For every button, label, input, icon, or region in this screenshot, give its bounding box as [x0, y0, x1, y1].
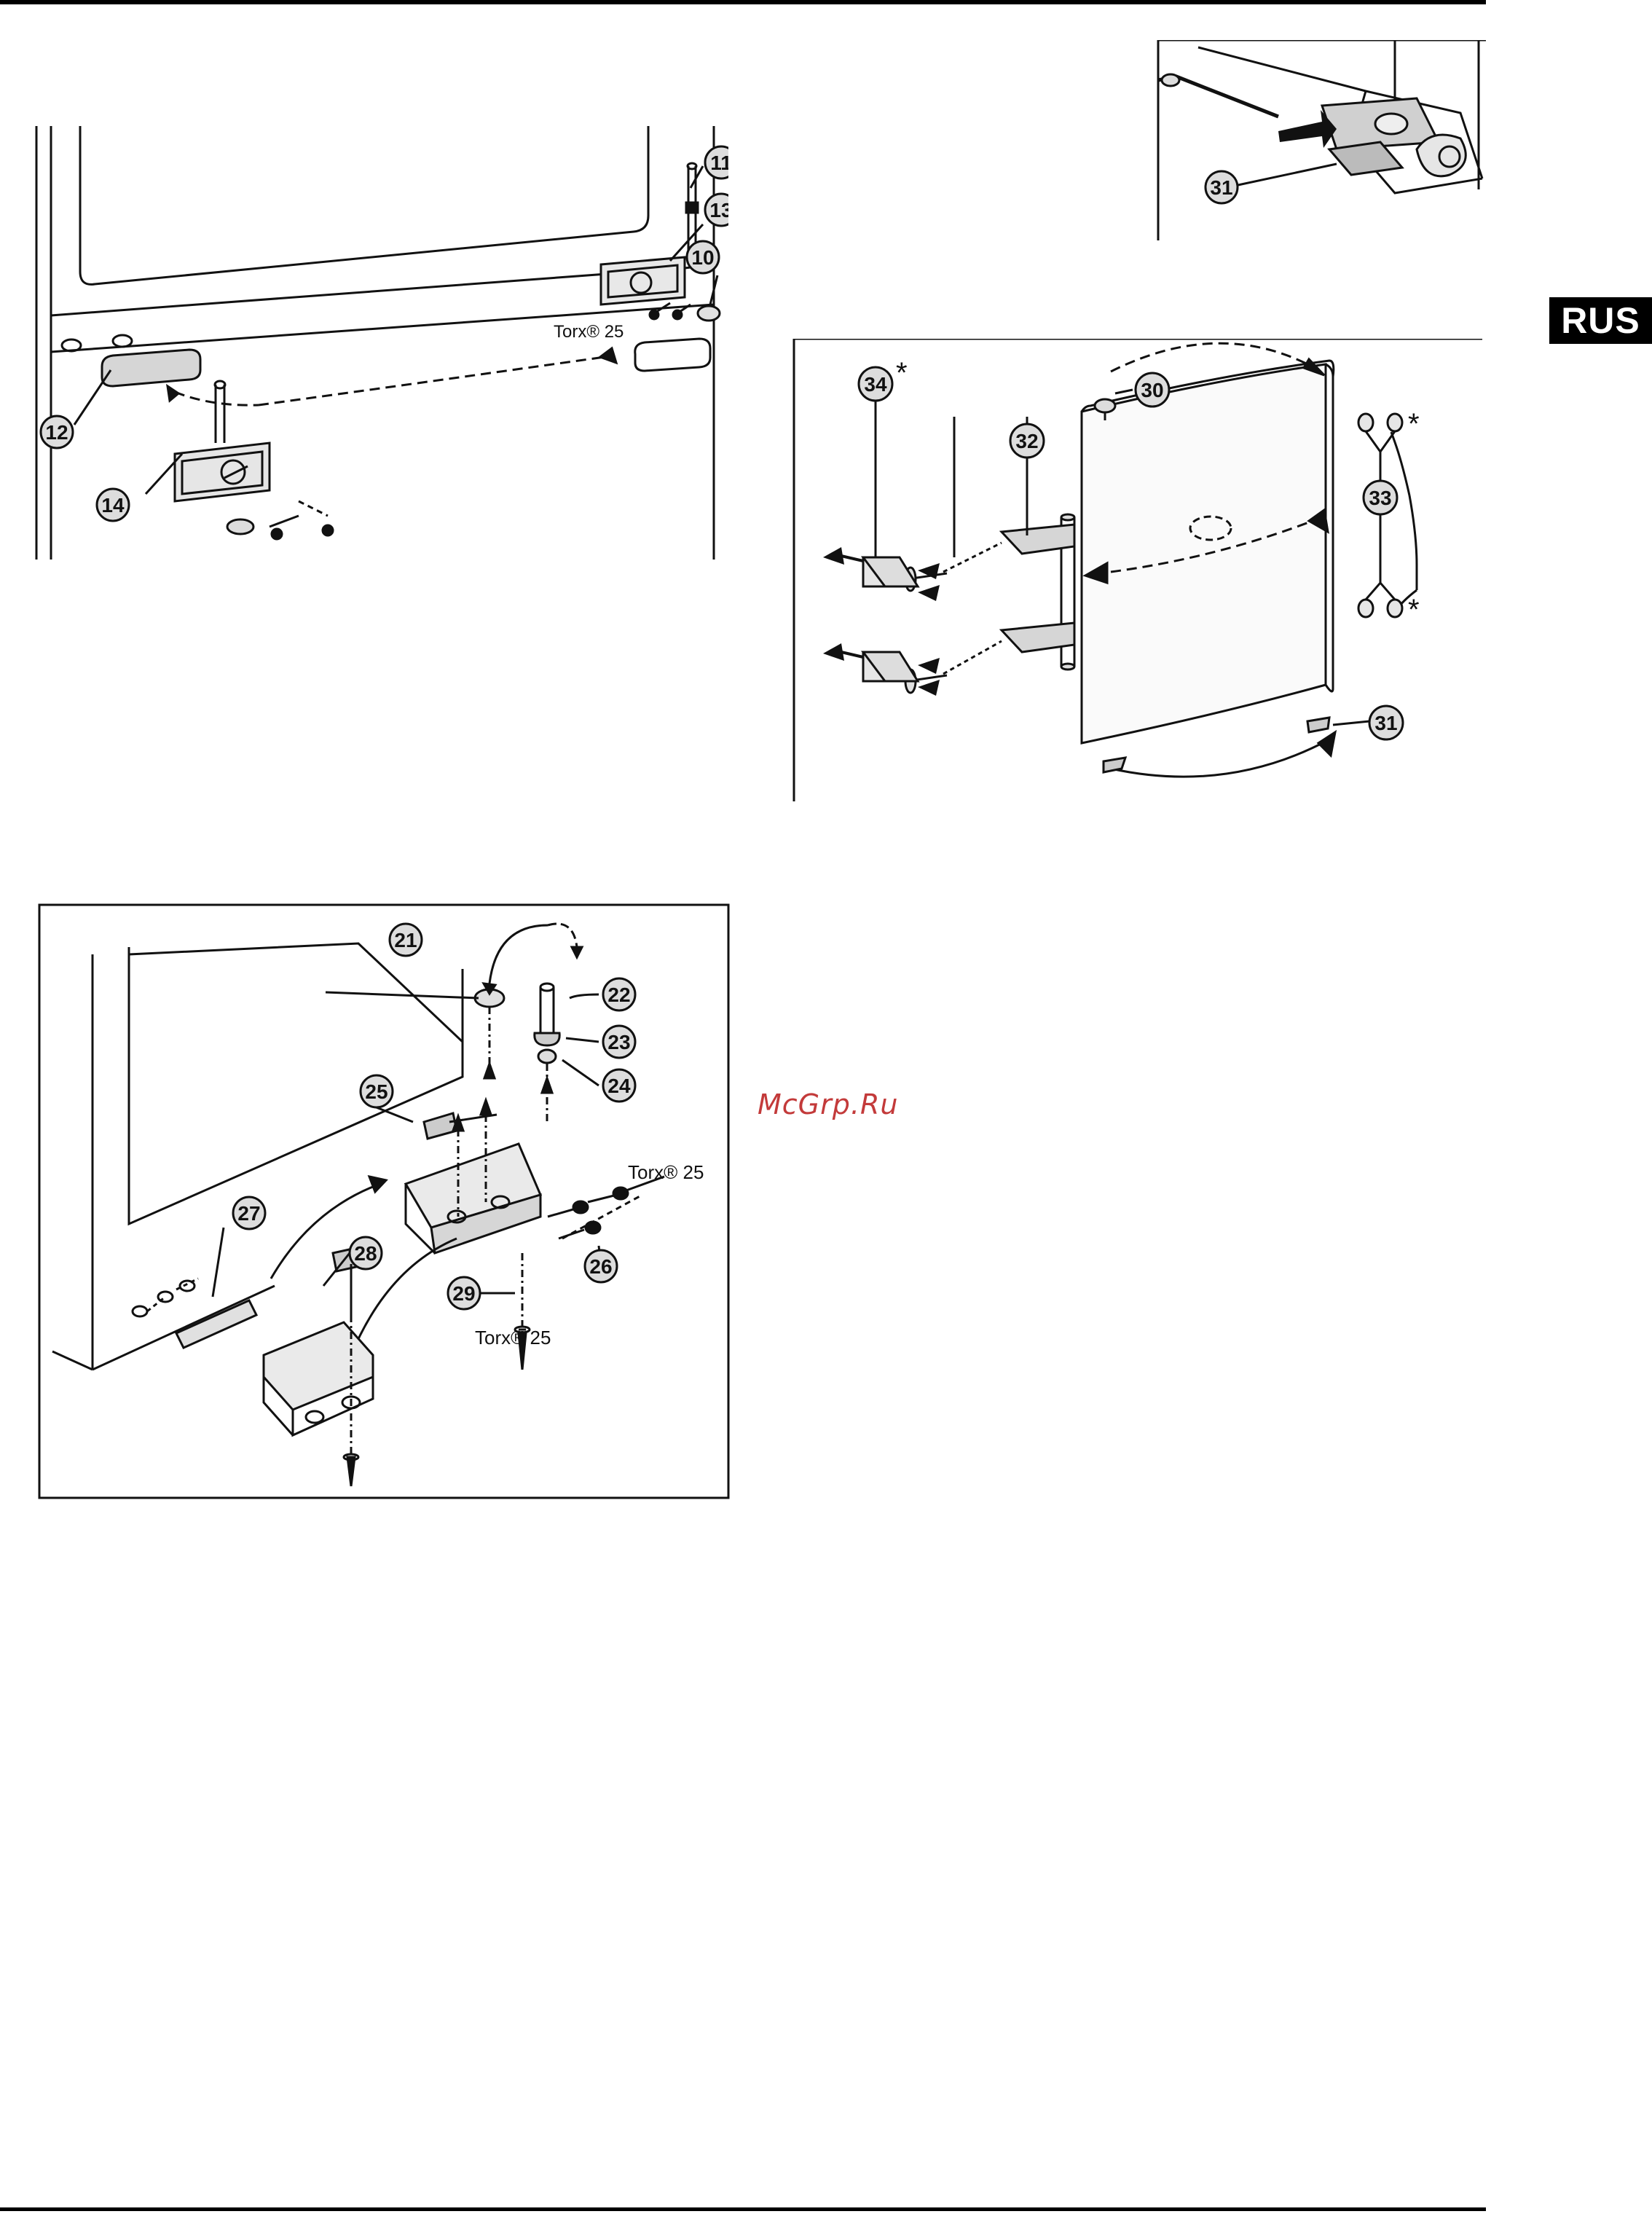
callout-25: 25	[361, 1075, 393, 1107]
language-tab: RUS	[1549, 297, 1652, 344]
svg-text:26: 26	[589, 1255, 612, 1278]
callout-31-door: 31	[1369, 706, 1403, 739]
callout-13: 13	[705, 194, 728, 226]
asterisk-mark-top: *	[1408, 408, 1420, 440]
callout-22: 22	[603, 978, 635, 1010]
callout-23: 23	[603, 1026, 635, 1058]
top-rule	[0, 0, 1486, 4]
svg-text:*: *	[896, 357, 908, 389]
svg-text:28: 28	[354, 1242, 377, 1265]
svg-text:34: 34	[864, 373, 887, 396]
figure-hinge-release: 31	[1155, 40, 1486, 240]
svg-text:10: 10	[691, 246, 714, 269]
callout-33: 33	[1364, 481, 1397, 514]
svg-text:27: 27	[237, 1202, 260, 1225]
svg-text:12: 12	[45, 421, 68, 444]
svg-text:11: 11	[710, 152, 728, 174]
torx-label-a: Torx® 25	[628, 1161, 704, 1183]
callout-31: 31	[1205, 171, 1238, 203]
callout-10: 10	[687, 241, 719, 273]
svg-text:25: 25	[365, 1080, 388, 1103]
svg-text:30: 30	[1141, 379, 1163, 401]
svg-text:21: 21	[394, 929, 417, 951]
callout-12: 12	[41, 416, 73, 448]
svg-text:24: 24	[607, 1075, 631, 1097]
callout-27: 27	[233, 1197, 265, 1229]
callout-32: 32	[1010, 424, 1044, 458]
svg-text:23: 23	[607, 1031, 630, 1053]
svg-text:29: 29	[452, 1282, 475, 1305]
callout-11: 11	[705, 146, 728, 178]
callout-14: 14	[97, 489, 129, 521]
figure-hinge-lower: 21 22 23 24 25 26 27 28 29 Torx® 25 Torx…	[38, 903, 730, 1499]
callout-24: 24	[603, 1069, 635, 1102]
svg-text:32: 32	[1015, 430, 1038, 452]
figure-hinge-upper: 11 13 10 12 14 Torx® 25	[29, 122, 728, 560]
asterisk-mark-bottom: *	[1408, 594, 1420, 626]
bottom-rule	[0, 2207, 1486, 2211]
torx-label: Torx® 25	[554, 322, 624, 342]
svg-text:31: 31	[1210, 176, 1232, 199]
svg-text:22: 22	[607, 984, 630, 1006]
callout-21: 21	[390, 924, 422, 956]
callout-30: 30	[1136, 373, 1169, 407]
torx-label-b: Torx® 25	[475, 1327, 551, 1349]
svg-text:33: 33	[1369, 487, 1391, 509]
callout-29: 29	[448, 1277, 480, 1309]
watermark: McGrp.Ru	[758, 1088, 898, 1120]
callout-28: 28	[350, 1237, 382, 1269]
svg-text:13: 13	[709, 199, 728, 221]
svg-text:31: 31	[1374, 712, 1397, 734]
svg-text:14: 14	[101, 494, 125, 517]
callout-34: 34 *	[859, 357, 908, 401]
figure-door-handle: 34 * 30 32 33 * * 31	[790, 339, 1486, 801]
callout-26: 26	[585, 1250, 617, 1282]
